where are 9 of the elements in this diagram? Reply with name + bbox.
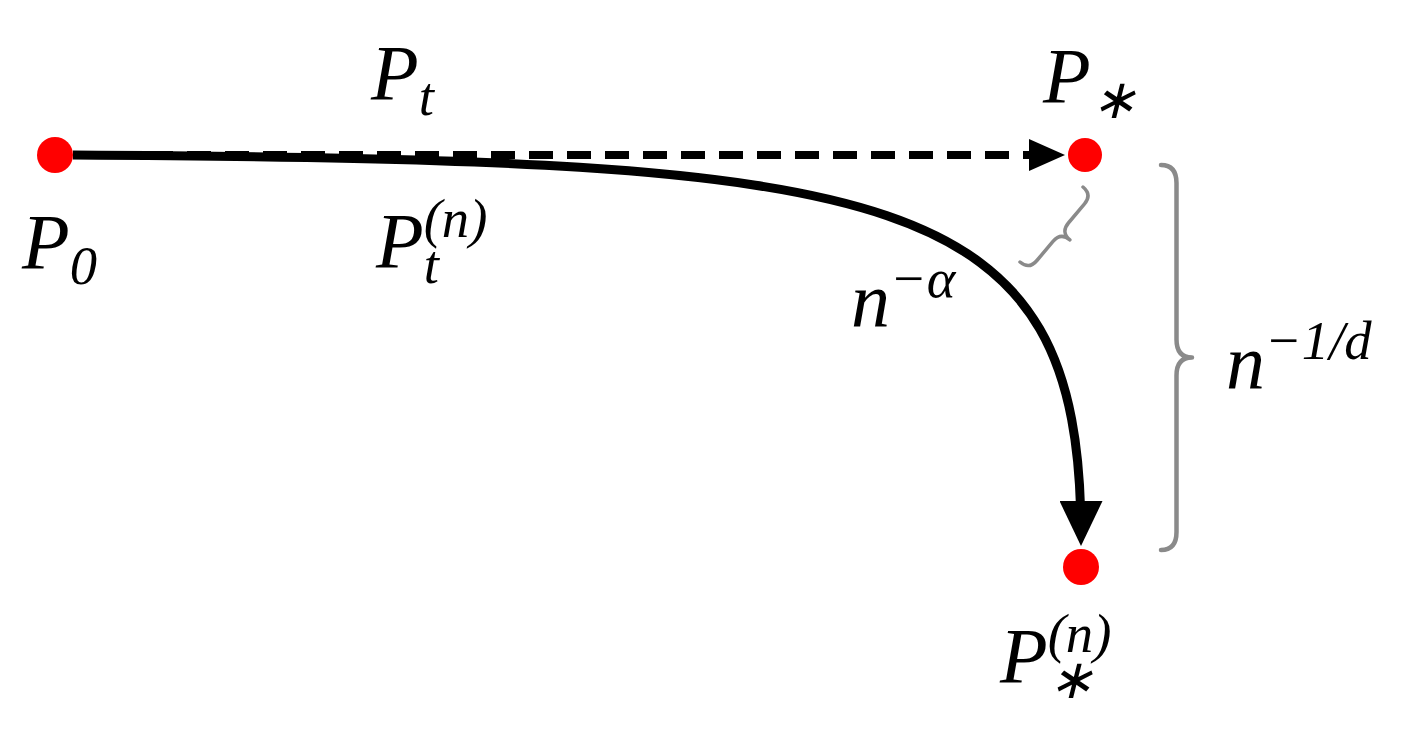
math-label: n$^{−1/d}$ — [1226, 314, 1372, 402]
point-label: P$_{0}$ — [22, 203, 97, 294]
edge-label: P$_{t}$ — [371, 34, 434, 125]
arrow — [72, 150, 1101, 546]
point-dot — [1068, 138, 1102, 172]
point-dot — [1063, 549, 1099, 585]
point-dot — [37, 137, 73, 173]
math-label: n$^{−α}$ — [851, 252, 956, 340]
point-label: P$_{∗}$ — [1043, 37, 1137, 128]
